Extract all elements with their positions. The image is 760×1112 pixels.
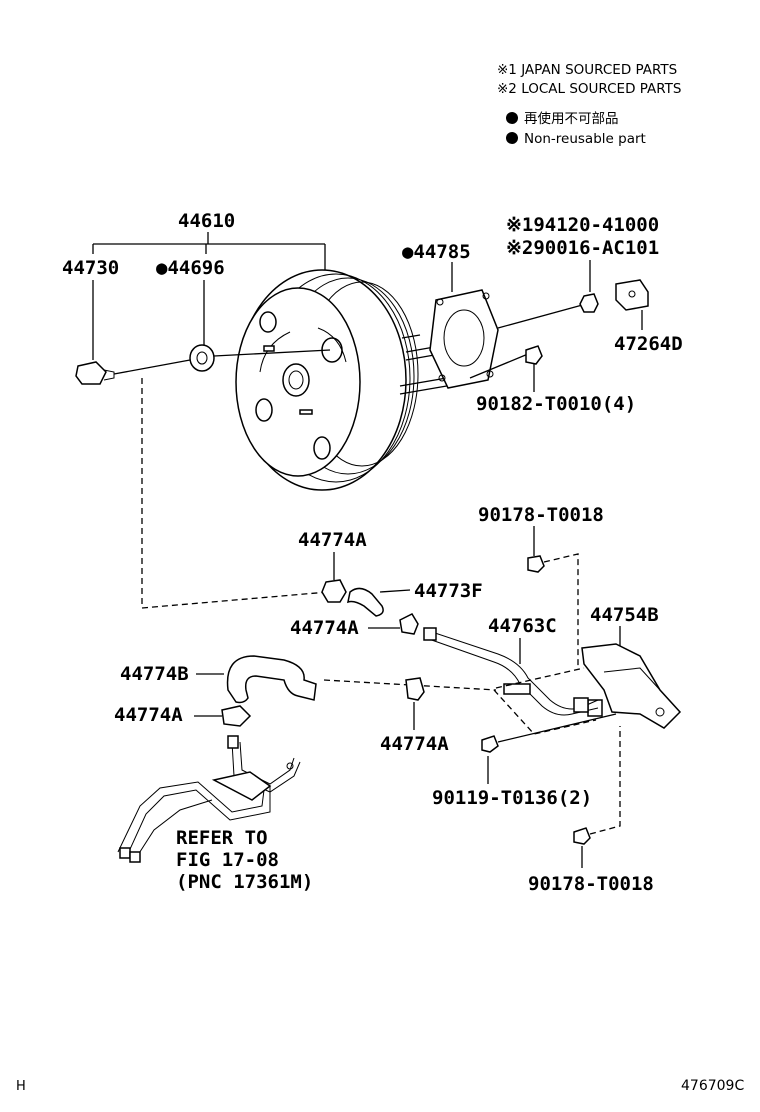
bolt-90119-drawing <box>481 735 499 753</box>
label-44785: ●44785 <box>402 241 471 263</box>
gasket-44785-drawing <box>429 289 499 389</box>
legend-local-sourced: ※2 LOCAL SOURCED PARTS <box>497 81 682 97</box>
clamp-44774a-left-drawing <box>221 705 252 727</box>
leader-44773f <box>379 589 411 593</box>
clamp-44774a-bottom-drawing <box>405 677 425 701</box>
label-47264d: 47264D <box>614 333 683 355</box>
label-44774a-top: 44774A <box>298 529 367 551</box>
dashed-link-90178 <box>543 553 579 666</box>
clamp-44774a-top-drawing <box>321 579 347 603</box>
axis-line-valve <box>113 359 191 375</box>
label-44774a-bottom: 44774A <box>380 733 449 755</box>
label-90016: ※290016-AC101 <box>506 237 659 259</box>
label-44696: ●44696 <box>156 257 225 279</box>
nonreusable-dot-icon <box>506 132 518 144</box>
legend-japan-sourced: ※1 JAPAN SOURCED PARTS <box>497 62 677 78</box>
brake-booster-drawing <box>235 269 471 491</box>
label-44774b: 44774B <box>120 663 189 685</box>
figure-code: 476709C <box>681 1078 744 1094</box>
label-90178-bottom: 90178-T0018 <box>528 873 654 895</box>
label-44754b: 44754B <box>590 604 659 626</box>
label-44730: 44730 <box>62 257 119 279</box>
dashed-link-pipe2 <box>495 667 585 689</box>
label-44773f: 44773F <box>414 580 483 602</box>
leader-to-nut-90182 <box>469 353 529 379</box>
leader-to-nut <box>497 303 587 329</box>
dashed-link-hose <box>323 679 497 691</box>
refer-line3: (PNC 17361M) <box>176 871 313 893</box>
refer-line2: FIG 17-08 <box>176 849 279 871</box>
legend-nonreusable-jp: 再使用不可部品 <box>524 110 619 127</box>
label-44774a-left: 44774A <box>114 704 183 726</box>
nut-90182-drawing <box>525 345 543 365</box>
dashed-link-valve <box>141 378 329 609</box>
nut-90178-top-drawing <box>527 555 545 573</box>
nut-90178-bottom-drawing <box>573 827 591 845</box>
axis-line-grommet <box>213 349 331 357</box>
footer-left: H <box>16 1079 26 1094</box>
check-valve-44730-drawing <box>75 361 115 385</box>
label-94120: ※194120-41000 <box>506 214 659 236</box>
hose-44774b-drawing <box>226 655 317 704</box>
label-44763c: 44763C <box>488 615 557 637</box>
bolt-axis-90119 <box>497 713 617 743</box>
refer-line1: REFER TO <box>176 827 268 849</box>
label-44610: 44610 <box>178 210 235 232</box>
label-90182: 90182-T0010(4) <box>476 393 636 415</box>
dashed-link-90178-bottom <box>589 726 621 835</box>
nut-94120-drawing <box>579 293 599 313</box>
hose-44773f-drawing <box>347 587 384 617</box>
label-90178-top: 90178-T0018 <box>478 504 604 526</box>
legend-nonreusable-en: Non-reusable part <box>524 131 646 147</box>
clip-47264d-drawing <box>615 279 649 311</box>
nonreusable-dot-icon <box>506 112 518 124</box>
pipe-44763c-drawing <box>423 627 599 716</box>
grommet-44696-drawing <box>189 344 215 372</box>
bracket-44754b-drawing <box>581 643 682 729</box>
clamp-44774a-mid-drawing <box>399 613 419 635</box>
label-44774a-mid: 44774A <box>290 617 359 639</box>
dashed-link-pipe <box>493 689 597 735</box>
pipe-assembly-reference-drawing <box>117 735 301 863</box>
label-90119: 90119-T0136(2) <box>432 787 592 809</box>
